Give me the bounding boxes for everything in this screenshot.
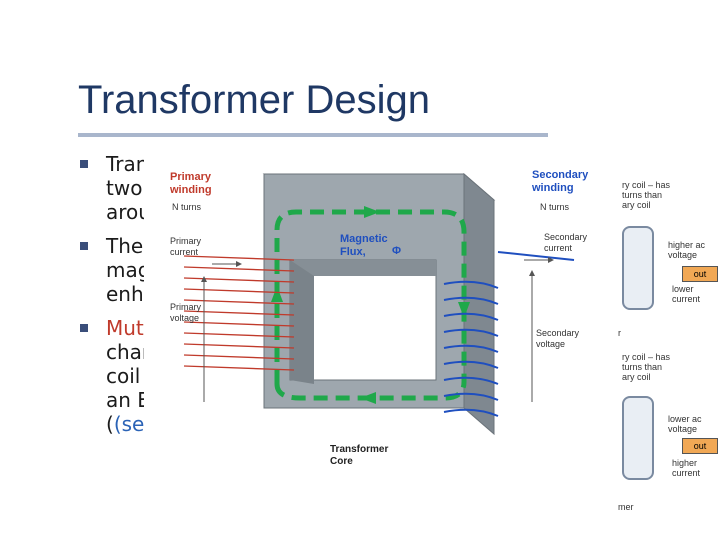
bullet-3-line-1: Mut: [106, 316, 144, 340]
primary-current-label-line-1: Primary: [170, 236, 201, 246]
bottom-lower-label: lower ac voltage: [668, 414, 702, 434]
secondary-current-arrow-icon: [548, 257, 554, 263]
step-transformer-figure: ry coil – has turns than ary coil higher…: [600, 174, 720, 519]
secondary-voltage-arrow-icon: [529, 270, 535, 276]
bullet-3-line-2: char: [106, 340, 151, 364]
primary-voltage-label-line-1: Primary: [170, 302, 201, 312]
flux-arrow-right-icon: [458, 302, 470, 318]
out-box-top: out: [682, 266, 718, 282]
secondary-current-label-line-2: current: [544, 243, 573, 253]
bottom-higher-label: higher current: [672, 458, 701, 478]
secondary-voltage-label-line-2: voltage: [536, 339, 565, 349]
secondary-winding-label-line-2: winding: [531, 182, 574, 194]
core-window-top-depth: [290, 260, 436, 276]
flux-path: [274, 209, 467, 401]
bullet-item-1: Tran two arou: [80, 152, 540, 224]
bullet-1-line-1: Tran: [106, 152, 149, 176]
primary-turns-label: N turns: [172, 202, 202, 212]
bottom-mer: mer: [618, 502, 634, 512]
bullet-marker-icon: [80, 324, 88, 332]
bullet-marker-icon: [80, 160, 88, 168]
bottom-coil: [622, 396, 654, 480]
transformer-core-label-line-1: Transformer: [330, 444, 388, 455]
primary-winding-coil: [183, 255, 295, 371]
primary-winding-label-line-1: Primary: [170, 171, 212, 183]
bullet-3-line-3: coil: [106, 364, 141, 388]
secondary-winding-coil: [443, 251, 575, 417]
mid-r: r: [618, 328, 621, 338]
bullet-marker-icon: [80, 242, 88, 250]
primary-voltage-label-line-2: voltage: [170, 313, 199, 323]
secondary-voltage-label-line-1: Secondary: [536, 328, 580, 338]
top-caption: ry coil – has turns than ary coil: [622, 180, 671, 210]
secondary-turns-label: N turns: [540, 202, 570, 212]
bullet-2-line-1: The: [106, 234, 144, 258]
core-window-left-depth: [290, 260, 314, 384]
flux-arrow-left-icon: [271, 286, 283, 302]
slide-title: Transformer Design: [78, 78, 430, 122]
top-higher-label: higher ac voltage: [668, 240, 706, 260]
flux-arrow-top-icon: [364, 206, 380, 218]
transformer-core-label-line-2: Core: [330, 456, 353, 467]
flux-arrow-bottom-icon: [360, 392, 376, 404]
secondary-winding-label-line-1: Secondary: [532, 169, 589, 181]
primary-voltage-arrow-icon: [201, 276, 207, 282]
magnetic-flux-label-line-1: Magnetic: [340, 233, 388, 245]
secondary-current-label-line-1: Secondary: [544, 232, 588, 242]
bullet-1-line-2: two: [106, 176, 143, 200]
bullet-item-2: The mag enh: [80, 234, 540, 306]
magnetic-flux-label-line-2: Flux,: [340, 246, 366, 258]
bullet-1-line-3: arou: [106, 200, 151, 224]
out-box-bottom: out: [682, 438, 718, 454]
primary-winding-label-line-2: winding: [169, 184, 212, 196]
primary-current-label-line-2: current: [170, 247, 199, 257]
top-coil: [622, 226, 654, 310]
bullet-list: Tran two arou The mag enh Mut char coil …: [80, 152, 540, 446]
bullet-2-line-3: enh: [106, 282, 144, 306]
flux-phi-symbol: Φ: [392, 245, 401, 257]
top-lower-label: lower current: [672, 284, 701, 304]
bullet-3-line-4: an E: [106, 388, 150, 412]
bullet-2-line-2: mag: [106, 258, 151, 282]
primary-current-arrow-icon: [236, 261, 242, 267]
title-divider: [78, 133, 548, 137]
bottom-caption: ry coil – has turns than ary coil: [622, 352, 671, 382]
